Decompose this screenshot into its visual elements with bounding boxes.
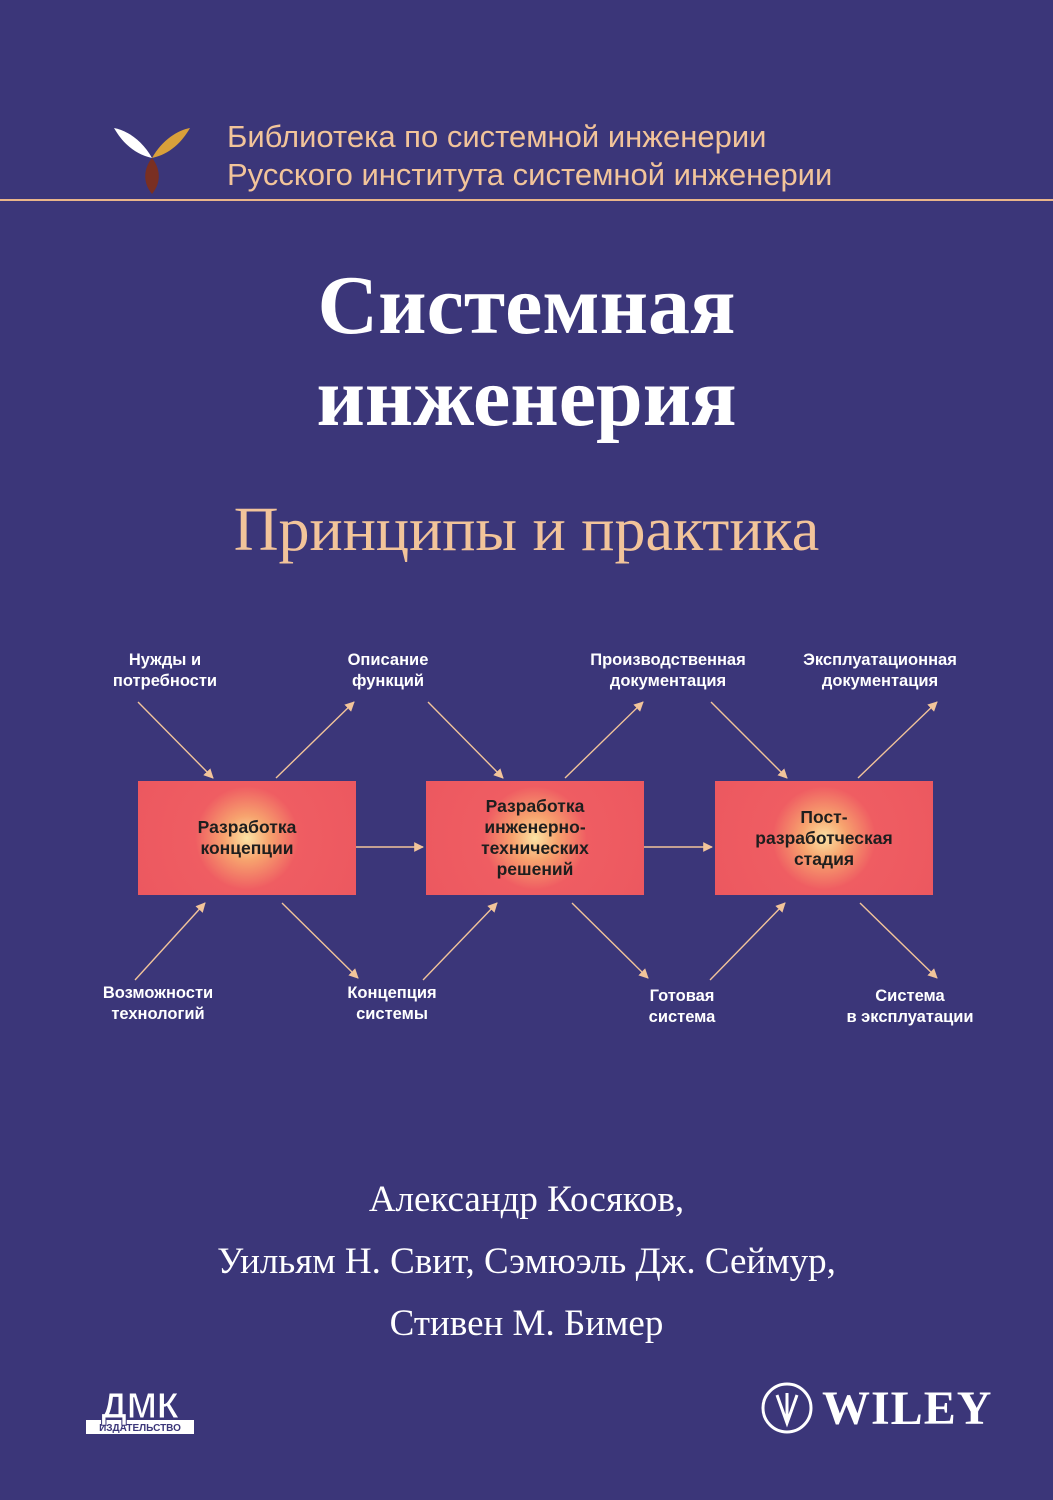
arrow-functions-out bbox=[275, 701, 355, 779]
label-production-docs-line-2: документация bbox=[609, 672, 727, 690]
label-system-in-use-line-1: Система bbox=[875, 987, 945, 1005]
wiley-logo: WILEY bbox=[760, 1378, 992, 1438]
label-ready-system-line-2: система bbox=[648, 1008, 716, 1026]
label-system-concept: Концепция системы bbox=[302, 983, 482, 1025]
authors-line-3: Стивен М. Бимер bbox=[389, 1303, 664, 1344]
arrow-inuse-out bbox=[859, 902, 938, 979]
label-needs-line-1: Нужды и bbox=[128, 651, 202, 669]
series-line-1: Библиотека по системной инженерии bbox=[227, 119, 767, 154]
series-logo bbox=[114, 128, 190, 194]
book-title-line-1: Системная bbox=[317, 259, 736, 352]
stage-post-box: Пост-разработческая стадия bbox=[715, 781, 933, 895]
dmk-sub-label: ИЗДАТЕЛЬСТВО bbox=[99, 1423, 181, 1434]
arrow-proddocs-out bbox=[564, 701, 644, 779]
label-functions-line-2: функций bbox=[351, 672, 425, 690]
authors-line-1: Александр Косяков, bbox=[368, 1179, 685, 1220]
wiley-label: WILEY bbox=[822, 1381, 993, 1435]
series-line-2: Русского института системной инженерии bbox=[227, 157, 833, 192]
arrow-ready-in bbox=[709, 902, 786, 981]
label-system-in-use-line-2: в эксплуатации bbox=[846, 1008, 974, 1026]
arrow-concept-out bbox=[281, 902, 359, 979]
dmk-logo: ИЗДАТЕЛЬСТВО ДМК bbox=[86, 1385, 194, 1434]
label-tech-line-1: Возможности bbox=[102, 984, 214, 1002]
label-ready-system: Готовая система bbox=[592, 986, 772, 1028]
header-divider bbox=[0, 199, 1053, 201]
label-operation-docs-line-1: Эксплуатационная bbox=[803, 651, 957, 669]
label-functions-line-1: Описание bbox=[347, 651, 429, 669]
label-functions: Описание функций bbox=[298, 650, 478, 692]
arrow-opdocs-out bbox=[857, 701, 938, 779]
arrow-ready-out bbox=[571, 902, 649, 979]
authors-line-2: Уильям Н. Свит, Сэмюэль Дж. Сеймур, bbox=[217, 1241, 836, 1282]
arrow-tech-in bbox=[134, 902, 206, 981]
stage-concept-label: Разработка концепции bbox=[197, 817, 297, 858]
book-title-line-2: инженерия bbox=[316, 351, 737, 444]
stage-engineering-box: Разработка инженерно-технических решений bbox=[426, 781, 644, 895]
label-needs: Нужды и потребности bbox=[75, 650, 255, 692]
label-operation-docs: Эксплуатационная документация bbox=[780, 650, 980, 692]
arrow-needs-in bbox=[137, 701, 214, 779]
label-system-concept-line-1: Концепция bbox=[347, 984, 437, 1002]
label-tech: Возможности технологий bbox=[68, 983, 248, 1025]
book-subtitle: Принципы и практика bbox=[233, 496, 820, 564]
dmk-label: ДМК bbox=[101, 1385, 180, 1426]
wiley-seal-icon bbox=[761, 1382, 813, 1434]
label-production-docs: Производственная документация bbox=[568, 650, 768, 692]
label-tech-line-2: технологий bbox=[111, 1005, 205, 1023]
label-production-docs-line-1: Производственная bbox=[590, 651, 746, 669]
label-ready-system-line-1: Готовая bbox=[649, 987, 715, 1005]
stage-post-label: Пост-разработческая стадия bbox=[755, 806, 893, 869]
label-system-in-use: Система в эксплуатации bbox=[810, 986, 1010, 1028]
stage-concept-box: Разработка концепции bbox=[138, 781, 356, 895]
series-text: Библиотека по системной инженерии Русско… bbox=[227, 118, 832, 194]
arrow-functions-in bbox=[427, 701, 504, 779]
label-system-concept-line-2: системы bbox=[356, 1005, 428, 1023]
arrow-concept-in bbox=[422, 902, 498, 981]
stage-engineering-label: Разработка инженерно-технических решений bbox=[481, 796, 589, 879]
label-operation-docs-line-2: документация bbox=[821, 672, 939, 690]
label-needs-line-2: потребности bbox=[112, 672, 218, 690]
arrow-proddocs-in bbox=[710, 701, 788, 779]
